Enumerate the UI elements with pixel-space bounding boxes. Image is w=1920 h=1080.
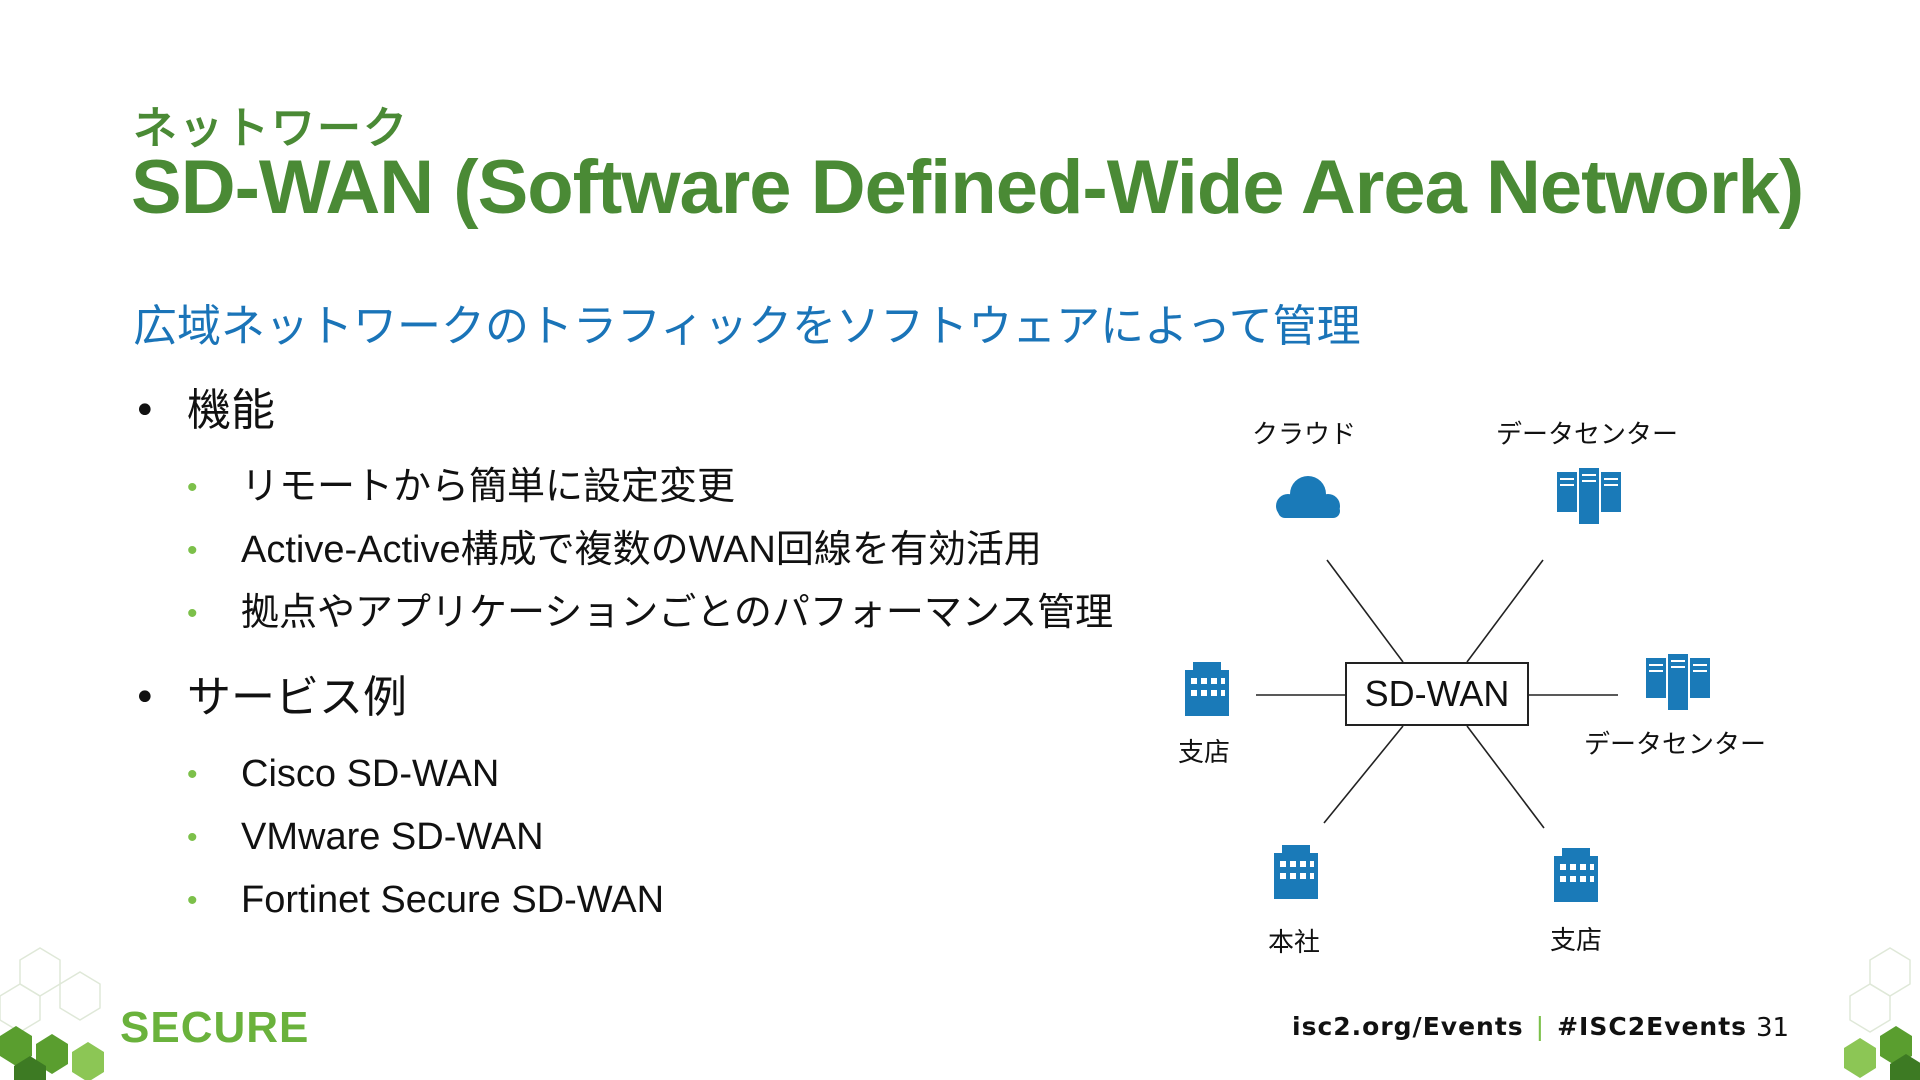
server-rack-icon — [1557, 468, 1621, 524]
slide-subtitle: 広域ネットワークのトラフィックをソフトウェアによって管理 — [133, 301, 1361, 352]
bullet-dot: • — [187, 758, 198, 791]
secure-logo: SECURE — [120, 1003, 310, 1052]
label-branch-left: 支店 — [1178, 738, 1231, 768]
bullet-item: •Cisco SD-WAN — [131, 743, 1211, 806]
bullet-item: •VMware SD-WAN — [131, 806, 1211, 869]
building-icon — [1554, 848, 1598, 902]
link-cloud — [1326, 559, 1404, 663]
link-datacenter-top — [1466, 559, 1544, 663]
bullet-dot: • — [133, 388, 157, 434]
bullet-heading-features: •機能 — [131, 380, 1211, 442]
cloud-icon — [1276, 476, 1340, 518]
bullet-item: •Active-Active構成で複数のWAN回線を有効活用 — [131, 519, 1211, 582]
hexagon-pattern-left — [0, 947, 104, 1080]
slide-title: SD-WAN (Software Defined-Wide Area Netwo… — [131, 145, 1804, 230]
building-icon — [1185, 662, 1229, 716]
bullet-dot: • — [187, 821, 198, 854]
bullet-dot: • — [187, 471, 198, 504]
sdwan-hub-box: SD-WAN — [1345, 662, 1529, 726]
events-hashtag: #ISC2Events — [1557, 1012, 1748, 1041]
footer-links: isc2.org/Events | #ISC2Events — [1292, 1012, 1747, 1041]
footer-separator: | — [1535, 1012, 1546, 1041]
diagram-lines — [1185, 468, 1710, 902]
building-icon — [1274, 845, 1318, 899]
link-branch-bottom — [1466, 725, 1545, 829]
link-headquarters — [1323, 725, 1404, 824]
bullet-list: •機能 •リモートから簡単に設定変更 •Active-Active構成で複数のW… — [131, 380, 1211, 932]
bullet-item: •リモートから簡単に設定変更 — [131, 456, 1211, 519]
bullet-heading-services: •サービス例 — [131, 667, 1211, 729]
bullet-item: •拠点やアプリケーションごとのパフォーマンス管理 — [131, 582, 1211, 645]
page-number: 31 — [1756, 1013, 1790, 1043]
slide-kicker: ネットワーク — [133, 103, 409, 154]
label-branch-bottom: 支店 — [1550, 926, 1603, 956]
bullet-dot: • — [187, 534, 198, 567]
sdwan-diagram: SD-WAN クラウド データセンター 支店 データセンター 本社 支店 — [1160, 400, 1800, 980]
label-cloud: クラウド — [1252, 420, 1357, 450]
label-headquarters: 本社 — [1268, 928, 1321, 958]
server-rack-icon — [1646, 654, 1710, 710]
bullet-dot: • — [187, 597, 198, 630]
bullet-dot: • — [187, 884, 198, 917]
label-datacenter-right: データセンター — [1584, 730, 1767, 760]
hexagon-pattern-right — [1844, 947, 1920, 1080]
label-datacenter-top: データセンター — [1496, 420, 1679, 450]
bullet-dot: • — [133, 675, 157, 721]
bullet-item: •Fortinet Secure SD-WAN — [131, 869, 1211, 932]
events-url[interactable]: isc2.org/Events — [1292, 1012, 1524, 1041]
